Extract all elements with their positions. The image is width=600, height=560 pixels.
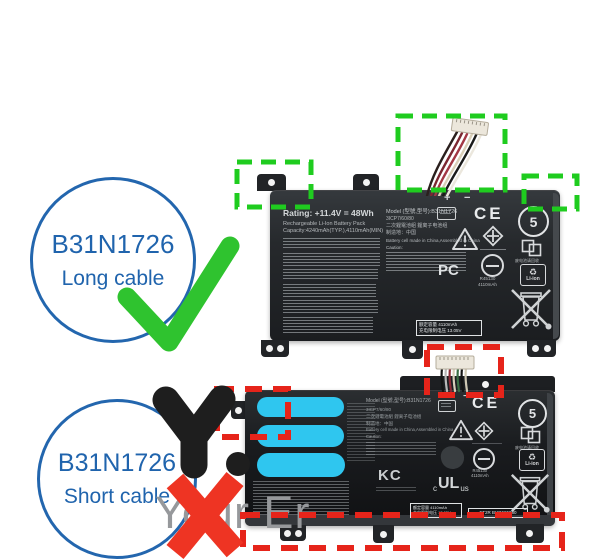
- cert-chip-icon: [438, 400, 456, 412]
- battery-mount-tab: [527, 340, 556, 357]
- rated-capacity-text: 额定容量 4110mAh: [419, 322, 458, 327]
- type-cn-text: 二次鋰電池組 鋰离子电池组: [386, 223, 448, 229]
- warning-triangle-icon: [452, 228, 478, 250]
- battery-mount-tab: [261, 340, 289, 357]
- china-rohs-5-icon: 5: [518, 399, 547, 428]
- polarity-minus: −: [464, 192, 471, 204]
- rated-capacity-text: 额定容量 4110mAh: [413, 505, 447, 510]
- recycle-caption-cn: 废电池请回收: [515, 258, 539, 263]
- microtext-lines: [283, 317, 373, 333]
- microtext-lines: [253, 481, 349, 515]
- origin-cn-text: 制造地：中国: [366, 421, 393, 426]
- model-text: Model (型號,型号):B31N1726: [386, 209, 458, 215]
- crossed-bin-icon: [510, 473, 550, 513]
- callout-cable-type: Long cable: [61, 267, 165, 290]
- li-ion-recycle-icon: ♻ Li-ion: [519, 449, 545, 471]
- capacity-text: Capacity:4240mAh(TYP.),4110mAh(MIN): [283, 228, 384, 234]
- microtext-lines: [283, 284, 376, 297]
- li-ion-recycle-icon: ♻ Li-ion: [520, 264, 546, 286]
- china-rohs-5-icon: 5: [518, 206, 549, 237]
- battery-recycle-cn-icon: [521, 239, 542, 257]
- microtext-lines: [376, 487, 416, 491]
- charge-voltage-text: 充电限制电压 13.05V: [413, 510, 451, 516]
- callout-cable-type: Short cable: [63, 485, 171, 508]
- logo-blob: [438, 443, 467, 472]
- rohs-circle-icon: [473, 448, 495, 470]
- microtext-lines: [283, 269, 378, 281]
- microtext-lines: [472, 443, 502, 446]
- battery-long-cable-photo: + − Rating: +11.4V = 48Wh Rechargeable L…: [270, 190, 560, 341]
- battery-recycle-cn-icon: [520, 426, 541, 444]
- microtext-lines: [283, 238, 380, 250]
- cell-config-text: 3ICP7/60/80: [386, 216, 414, 222]
- caution-text: Caution:: [366, 434, 382, 439]
- watermark-text: Your Er: [155, 487, 311, 538]
- censor-bar: [257, 397, 344, 417]
- battery-mount-tab: [516, 524, 544, 543]
- pack-type-text: Rechargeable Li-Ion Battery Pack: [283, 221, 366, 227]
- battery-mount-tab: [353, 174, 379, 191]
- microtext-lines: [480, 249, 506, 252]
- crossed-bin-icon: [511, 289, 552, 330]
- rohs-capacity: 4110mAh: [471, 473, 489, 479]
- short-cable-connector: [435, 355, 475, 393]
- rohs-code: R45130: [479, 276, 496, 281]
- microtext-lines: [366, 442, 436, 456]
- made-in-text: Battery cell made in China,Assembled in …: [366, 427, 454, 432]
- microtext-lines: [386, 252, 466, 272]
- type-cn-text: 二次鋰電池組 鋰离子电池组: [366, 414, 422, 419]
- rohs-capacity: 4110mAh: [478, 281, 497, 287]
- callout-long-cable: B31N1726 Long cable: [30, 177, 196, 343]
- cell-config-text: 3ICP7/60/80: [366, 407, 392, 412]
- battery-mount-tab: [257, 174, 286, 191]
- charge-voltage-text: 充电限制电压 13.05V: [419, 328, 462, 334]
- battery-mount-tab: [373, 525, 394, 543]
- battery-mount-tab: [402, 340, 423, 359]
- callout-model: B31N1726: [51, 229, 175, 259]
- long-cable-connector: [425, 117, 489, 196]
- pct-mark-icon: PC: [438, 262, 459, 279]
- diamond-cert-icon: [474, 421, 494, 441]
- kc-mark-icon: KC: [378, 467, 402, 484]
- callout-model: B31N1726: [57, 449, 177, 477]
- diamond-cert-icon: [482, 225, 504, 247]
- caution-text: Caution:: [386, 245, 403, 250]
- cert-chip-icon: [437, 207, 456, 220]
- battery-side-face: [553, 193, 559, 339]
- recycle-caption-cn: 废电池请回收: [515, 445, 539, 450]
- ce-mark-icon: CE: [474, 204, 504, 223]
- origin-cn-text: 制造地：中国: [386, 230, 417, 236]
- censor-bar: [257, 453, 345, 477]
- rohs-code: R45130: [472, 468, 488, 473]
- polarity-plus: +: [444, 192, 451, 204]
- rohs-circle-icon: [481, 254, 504, 277]
- made-in-text: Battery cell made in China,Assembled in …: [386, 238, 480, 243]
- model-text: Model (型號,型号):B31N1726: [366, 398, 431, 404]
- censor-bar: [257, 425, 344, 447]
- serial-text: FT2R BYQ665080: [479, 510, 517, 515]
- microtext-lines: [283, 300, 378, 314]
- ce-mark-icon: CE: [472, 395, 501, 412]
- warning-triangle-icon: [449, 419, 473, 441]
- microtext-lines: [283, 253, 380, 266]
- battery-side-face: [547, 393, 553, 522]
- microtext-lines: [347, 403, 375, 461]
- rating-text: Rating: +11.4V = 48Wh: [283, 208, 374, 218]
